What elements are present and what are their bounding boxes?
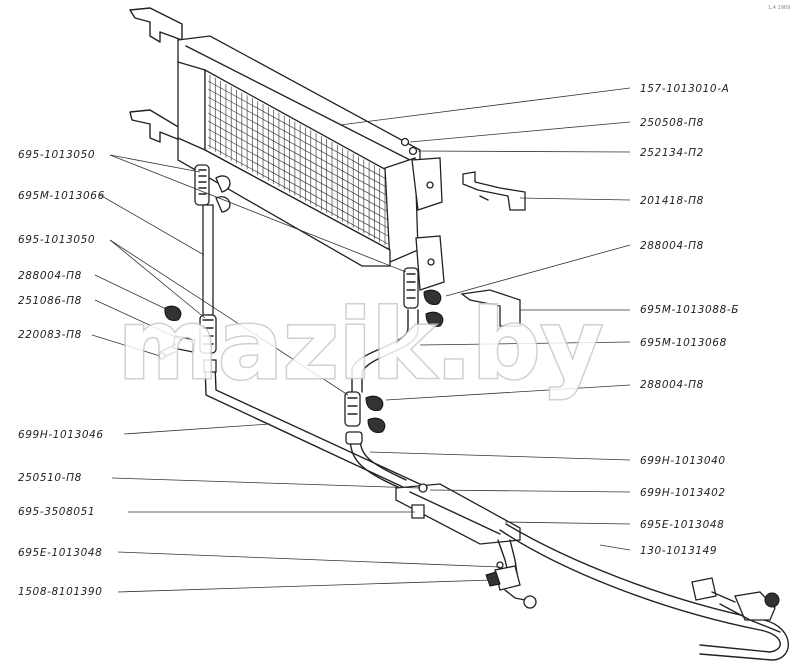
radiator-tube <box>207 128 389 229</box>
label-288004-left: 288004-П8 <box>18 270 82 282</box>
label-288004-right-top: 288004-П8 <box>640 240 704 252</box>
bracket-201418 <box>462 171 526 211</box>
label-695-3508051: 695-3508051 <box>18 506 95 518</box>
corner-mark: 1,4 1969 <box>768 5 790 11</box>
radiator-tube <box>207 88 389 189</box>
valve-1508 <box>485 561 537 609</box>
label-157-1013010-a: 157-1013010-А <box>640 83 729 95</box>
radiator-tube <box>207 104 389 205</box>
bolt-250508 <box>400 137 418 156</box>
radiator-tube <box>207 80 389 181</box>
label-699n-1013046: 699Н-1013046 <box>18 429 104 441</box>
label-695m-1013066: 695М-1013066 <box>18 190 105 202</box>
bracket-1013088 <box>460 289 521 327</box>
label-695e-1013048-left: 695Е-1013048 <box>18 547 102 559</box>
radiator-tube <box>207 144 389 245</box>
label-250510: 250510-П8 <box>18 472 82 484</box>
label-699n-1013040: 699Н-1013040 <box>640 455 726 467</box>
label-695m-1013088-b: 695М-1013088-Б <box>640 304 739 316</box>
radiator-tube <box>207 96 389 197</box>
label-252134: 252134-П2 <box>640 147 704 159</box>
fitting-130 <box>691 577 781 633</box>
label-695-1013050-bottom: 695-1013050 <box>18 234 95 246</box>
label-695e-1013048-right: 695Е-1013048 <box>640 519 724 531</box>
label-695-1013050-top: 695-1013050 <box>18 149 95 161</box>
watermark: mazik.by <box>118 289 603 401</box>
radiator-tube <box>207 112 389 213</box>
part-labels: 157-1013010-А 250508-П8 252134-П2 201418… <box>18 83 739 598</box>
label-251086: 251086-П8 <box>18 295 82 307</box>
label-130-1013149: 130-1013149 <box>640 545 717 557</box>
leader-lines <box>91 87 631 593</box>
left-pipe-assembly <box>194 164 425 496</box>
label-695m-1013068: 695М-1013068 <box>640 337 727 349</box>
clamp-set-left <box>158 305 196 360</box>
lower-manifold <box>395 483 789 661</box>
radiator-tube <box>207 136 389 237</box>
right-pipe-assembly <box>344 267 444 489</box>
label-201418: 201418-П8 <box>640 195 704 207</box>
label-288004-right-bottom: 288004-П8 <box>640 379 704 391</box>
radiator-core <box>129 7 445 291</box>
radiator-tube <box>207 120 389 221</box>
label-1508-8101390: 1508-8101390 <box>18 586 102 598</box>
label-699n-1013402: 699Н-1013402 <box>640 487 726 499</box>
label-250508: 250508-П8 <box>640 117 704 129</box>
label-220083: 220083-П8 <box>18 329 82 341</box>
